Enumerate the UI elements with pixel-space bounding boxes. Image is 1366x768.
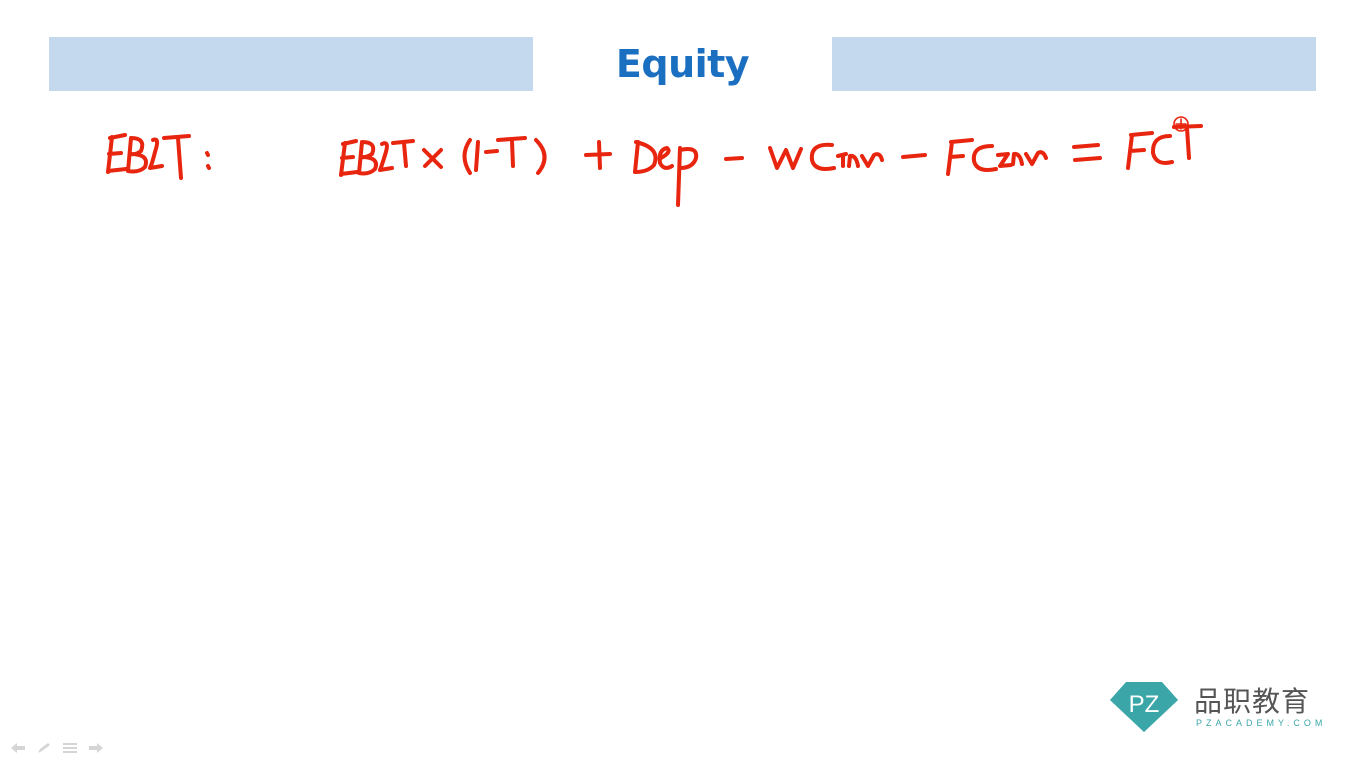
pen-cursor-icon [1173,116,1189,132]
ink-stroke [534,138,547,175]
ink-stroke [676,146,699,207]
prev-arrow-icon [11,743,25,753]
ink-stroke [391,139,415,168]
ink-stroke [205,151,211,170]
ink-stroke [768,146,803,170]
ink-strokes [106,124,1203,207]
logo-mark-icon: PZ [1110,682,1178,732]
logo-english-text: PZACADEMY.COM [1196,718,1327,728]
ink-stroke [484,149,499,154]
ink-stroke [106,133,128,174]
ink-stroke [633,140,658,174]
ink-stroke [584,140,612,170]
logo-diamond-facet [1110,700,1178,732]
ink-stroke [162,134,191,180]
ink-stroke [378,141,394,172]
ink-stroke [462,138,472,175]
pen-tool-button[interactable] [34,740,54,756]
slide-nav-toolbar [8,740,106,756]
ink-stroke [724,156,744,161]
slide-menu-button[interactable] [60,740,80,756]
menu-icon [63,743,77,753]
ink-stroke [496,136,527,168]
ink-stroke [836,152,884,168]
ink-stroke [996,150,1048,168]
next-slide-button[interactable] [86,740,106,756]
prev-slide-button[interactable] [8,740,28,756]
next-arrow-icon [89,743,103,753]
logo: PZ 品职教育 PZACADEMY.COM [1108,676,1338,736]
ink-stroke [1126,131,1154,170]
ink-stroke [422,148,443,169]
pen-icon [38,743,50,753]
ink-stroke [148,137,164,170]
title-bar-left [49,37,533,91]
logo-chinese-text: 品职教育 [1194,685,1311,718]
logo-mark-text: PZ [1129,691,1160,718]
ink-stroke [657,146,674,170]
slide-title: Equity [615,42,750,86]
ink-stroke [946,138,974,176]
ink-stroke [901,153,927,159]
title-bar-right [832,37,1316,91]
ink-stroke [971,144,998,172]
ink-stroke [357,140,378,176]
ink-stroke [1150,134,1174,165]
ink-stroke [474,140,480,172]
ink-stroke [126,136,148,174]
ink-stroke [809,142,836,171]
ink-stroke [339,139,359,177]
ink-stroke [1072,143,1102,162]
